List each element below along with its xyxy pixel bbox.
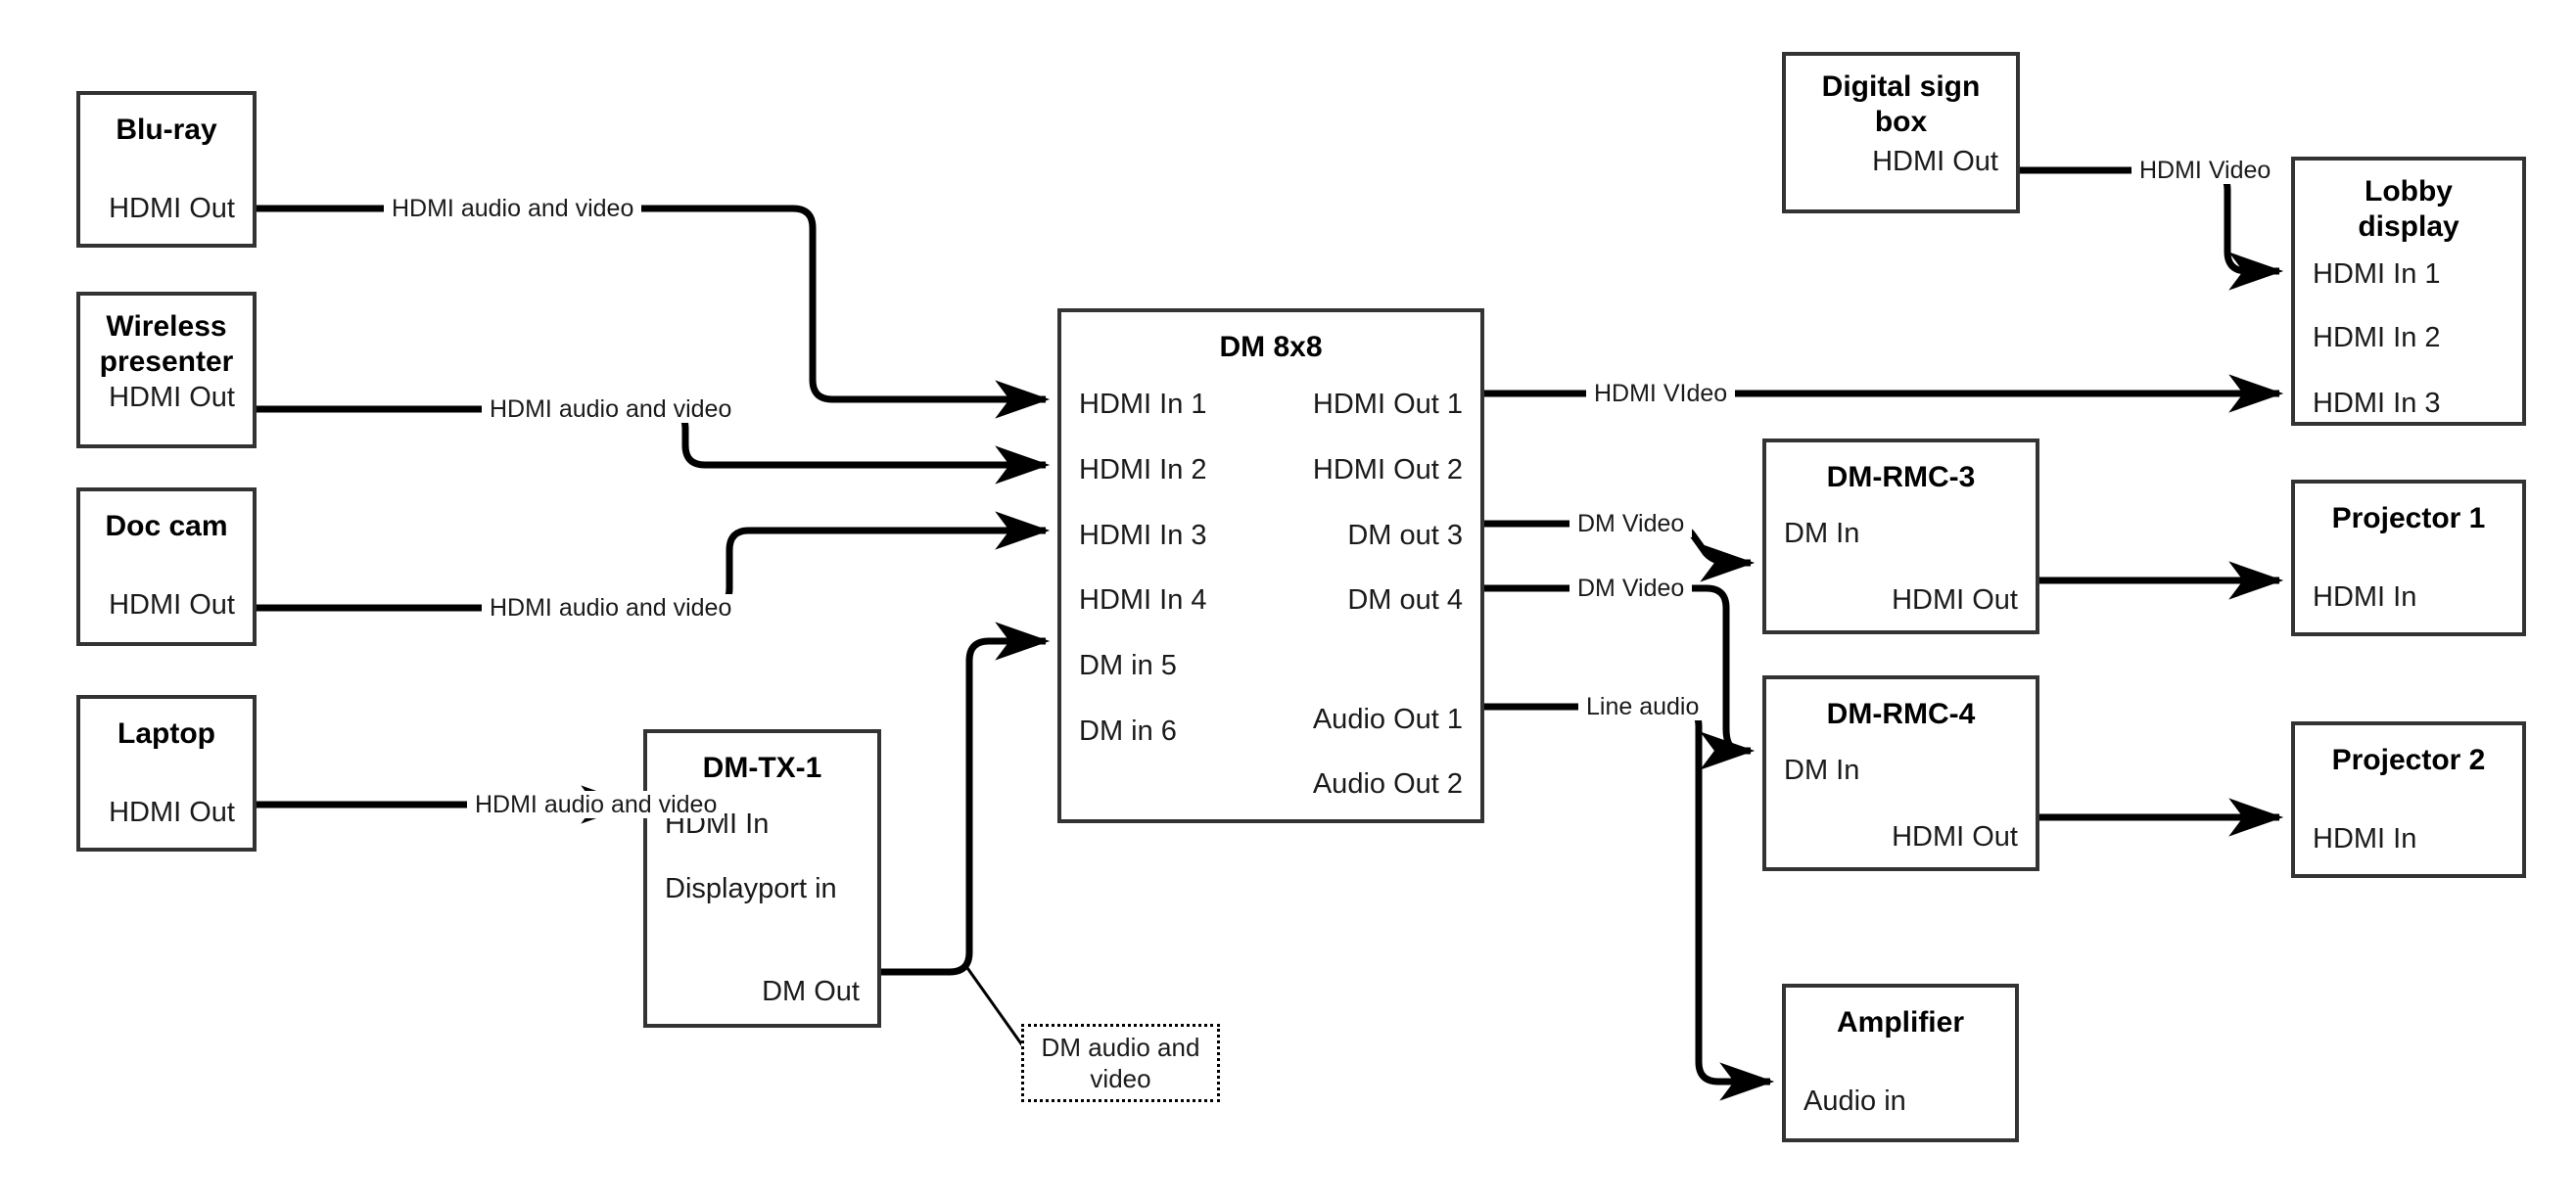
wire-label-audio-out-1: Line audio [1578,693,1708,720]
port-hdmi-in-4[interactable]: HDMI In 4 [1079,584,1207,616]
port-dm-out-4[interactable]: DM out 4 [1347,584,1463,616]
port-hdmi-in-1[interactable]: HDMI In 1 [2313,258,2441,290]
node-title: Doc cam [105,510,228,542]
port-audio-in[interactable]: Audio in [1803,1086,1906,1117]
port-hdmi-out-1[interactable]: HDMI Out 1 [1312,389,1463,420]
wire-label-doccam: HDMI audio and video [482,594,740,622]
callout-dm-audio-video: DM audio and video [1021,1024,1220,1102]
port-dm-out[interactable]: DM Out [762,976,860,1007]
wire-label-dm-out-3: DM Video [1569,510,1693,537]
node-title: Projector 1 [2331,502,2486,534]
node-dm-rmc-4[interactable]: DM-RMC-4 DM In HDMI Out [1762,675,2039,871]
node-projector-2[interactable]: Projector 2 HDMI In [2291,721,2526,878]
node-dm-rmc-3[interactable]: DM-RMC-3 DM In HDMI Out [1762,439,2039,634]
wire-label-dm-out-4: DM Video [1569,575,1693,602]
node-title-line-2: box [1874,106,1928,138]
port-hdmi-in[interactable]: HDMI In [2313,823,2417,855]
node-wireless-presenter[interactable]: Wireless presenter HDMI Out [76,292,257,448]
node-title: Projector 2 [2331,744,2486,776]
wire-label-signbox: HDMI Video [2131,157,2279,184]
wire-label-hdmi-out-1: HDMI VIdeo [1586,380,1736,407]
node-amplifier[interactable]: Amplifier Audio in [1782,984,2019,1142]
port-hdmi-in[interactable]: HDMI In [2313,581,2417,613]
node-blu-ray[interactable]: Blu-ray HDMI Out [76,91,257,248]
port-dm-out-3[interactable]: DM out 3 [1347,520,1463,551]
node-title: DM 8x8 [1219,331,1323,363]
wire-label-bluray: HDMI audio and video [384,195,642,222]
port-dm-in-6[interactable]: DM in 6 [1079,716,1177,747]
node-title-line-2: display [2358,210,2459,243]
callout-leader-line [963,964,1027,1050]
wire-dmtx1-to-dm8x8 [881,622,1051,976]
port-dm-in[interactable]: DM In [1784,755,1860,786]
node-dm-8x8[interactable]: DM 8x8 HDMI In 1 HDMI In 2 HDMI In 3 HDM… [1057,308,1484,823]
port-hdmi-out[interactable]: HDMI Out [1892,584,2018,616]
node-dm-tx-1[interactable]: DM-TX-1 HDMI In Displayport in DM Out [643,729,881,1028]
node-title: Amplifier [1836,1006,1965,1039]
port-hdmi-out[interactable]: HDMI Out [109,193,235,224]
port-hdmi-in-3[interactable]: HDMI In 3 [2313,388,2441,419]
wire-signbox-to-lobby [2020,166,2284,291]
node-title: Blu-ray [116,114,217,146]
node-projector-1[interactable]: Projector 1 HDMI In [2291,480,2526,636]
wire-bluray-to-dm8x8 [257,205,1051,419]
node-title: DM-TX-1 [702,752,822,784]
port-hdmi-out[interactable]: HDMI Out [109,589,235,621]
node-lobby-display[interactable]: Lobby display HDMI In 1 HDMI In 2 HDMI I… [2291,157,2526,426]
port-hdmi-in-1[interactable]: HDMI In 1 [1079,389,1207,420]
node-title-line-2: presenter [99,346,234,378]
port-hdmi-out-2[interactable]: HDMI Out 2 [1312,454,1463,485]
port-hdmi-out[interactable]: HDMI Out [1872,146,1998,177]
node-title: DM-RMC-3 [1826,461,1976,493]
port-hdmi-out[interactable]: HDMI Out [1892,821,2018,853]
wire-dm8x8-to-amplifier [1484,703,1775,1101]
port-hdmi-in-2[interactable]: HDMI In 2 [1079,454,1207,485]
wire-label-laptop: HDMI audio and video [467,791,726,818]
port-audio-out-2[interactable]: Audio Out 2 [1312,768,1463,800]
node-title-line-1: Wireless [106,310,227,343]
node-laptop[interactable]: Laptop HDMI Out [76,695,257,852]
node-title: Laptop [117,717,215,750]
node-doc-cam[interactable]: Doc cam HDMI Out [76,487,257,646]
port-hdmi-out[interactable]: HDMI Out [109,797,235,828]
node-title-line-1: Digital sign [1821,70,1981,103]
node-title-line-1: Lobby [2365,175,2453,208]
wire-label-wireless: HDMI audio and video [482,395,740,423]
wire-dm8x8-to-rmc4 [1484,584,1756,770]
port-hdmi-in-2[interactable]: HDMI In 2 [2313,322,2441,353]
port-displayport-in[interactable]: Displayport in [665,873,837,904]
port-dm-in[interactable]: DM In [1784,518,1860,549]
port-hdmi-out[interactable]: HDMI Out [109,382,235,413]
node-title: DM-RMC-4 [1826,698,1976,730]
port-audio-out-1[interactable]: Audio Out 1 [1312,704,1463,735]
port-hdmi-in-3[interactable]: HDMI In 3 [1079,520,1207,551]
node-digital-sign-box[interactable]: Digital sign box HDMI Out [1782,52,2020,213]
port-dm-in-5[interactable]: DM in 5 [1079,650,1177,681]
